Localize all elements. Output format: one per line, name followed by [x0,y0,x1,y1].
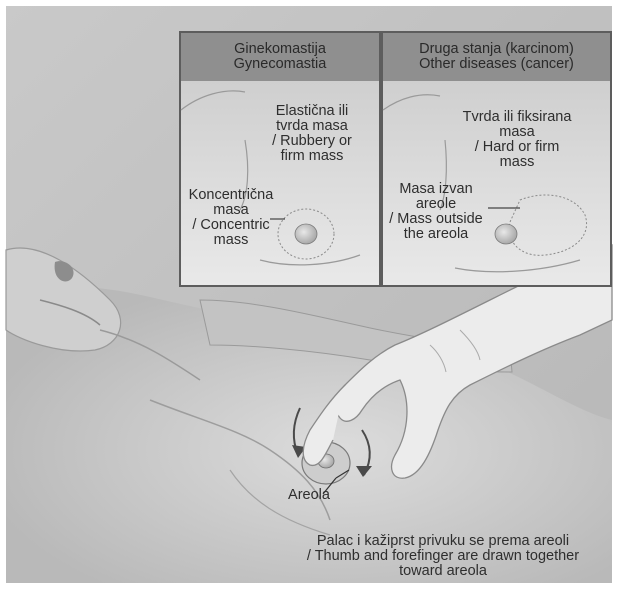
label-rubbery-mass: Elastična ili tvrda masa / Rubbery or fi… [252,104,372,164]
label-areola: Areola [278,488,340,503]
panel-gynecomastia-header: Ginekomastija Gynecomastia [181,33,379,81]
panel-left-nipple [295,224,317,244]
caption-thumb-forefinger: Palac i kažiprst privuku se prema areoli… [268,534,618,579]
label-concentric-mass: Koncentrična masa / Concentric mass [183,188,279,248]
label-mass-outside-areola: Masa izvan areole / Mass outside the are… [380,182,492,242]
panel-cancer-header: Druga stanja (karcinom) Other diseases (… [383,33,610,81]
label-hard-mass: Tvrda ili fiksirana masa / Hard or firm … [442,110,592,170]
panel-right-nipple [495,224,517,244]
